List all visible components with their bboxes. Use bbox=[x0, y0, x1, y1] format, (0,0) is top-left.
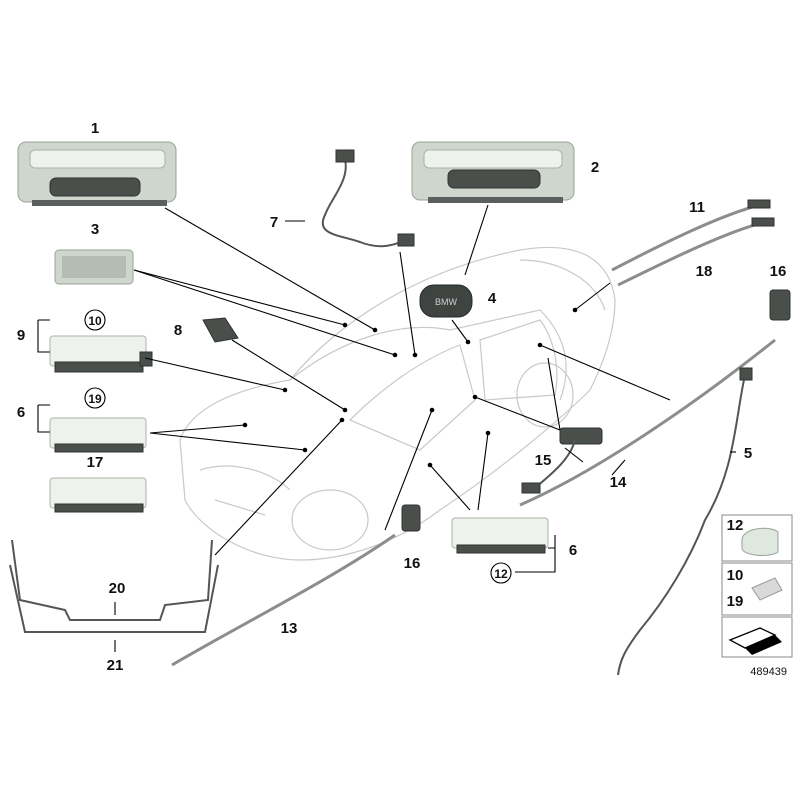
callout-2: 2 bbox=[591, 159, 599, 176]
callout-20: 20 bbox=[109, 580, 126, 597]
callout-8: 8 bbox=[174, 322, 182, 339]
leader-lines bbox=[37, 204, 736, 652]
emblem-text: BMW bbox=[435, 297, 458, 307]
legend-12-label: 12 bbox=[727, 517, 744, 534]
callout-6-left: 6 bbox=[17, 404, 25, 421]
callout-15: 15 bbox=[535, 452, 552, 469]
callout-1: 1 bbox=[91, 120, 99, 137]
callout-19: 19 bbox=[88, 392, 102, 406]
callout-13: 13 bbox=[281, 620, 298, 637]
part-15-switch bbox=[521, 427, 603, 494]
callout-4: 4 bbox=[488, 290, 497, 307]
callout-12: 12 bbox=[494, 567, 508, 581]
callout-16-right: 16 bbox=[770, 263, 787, 280]
callout-10: 10 bbox=[88, 314, 102, 328]
part-6-light-right bbox=[451, 517, 549, 554]
callout-21: 21 bbox=[107, 657, 124, 674]
legend-10-label: 10 bbox=[727, 567, 744, 584]
part-5-harness bbox=[617, 367, 753, 676]
callout-11: 11 bbox=[689, 199, 705, 216]
part-4-emblem: BMW bbox=[419, 284, 473, 318]
car-outline bbox=[179, 246, 616, 561]
part-11-18-strips bbox=[611, 199, 775, 287]
callout-3: 3 bbox=[91, 221, 99, 238]
legend-19-label: 19 bbox=[727, 593, 744, 610]
callout-17: 17 bbox=[87, 454, 104, 471]
part-9-light bbox=[49, 335, 153, 373]
part-14-strip bbox=[519, 338, 776, 507]
legend-bulb-10-19: 10 19 bbox=[721, 562, 793, 616]
part-20-21-frame bbox=[9, 539, 219, 633]
callout-7: 7 bbox=[270, 214, 278, 231]
part-6-light-left bbox=[49, 417, 147, 453]
callout-labels: 1 2 3 4 5 6 6 7 8 9 10 11 12 13 14 15 16… bbox=[17, 120, 787, 674]
part-2-roof-console bbox=[411, 141, 575, 203]
legend-symbol bbox=[721, 616, 793, 658]
callout-9: 9 bbox=[17, 327, 25, 344]
part-16-sensor-right bbox=[769, 289, 791, 321]
callout-18: 18 bbox=[696, 263, 713, 280]
leader-dots bbox=[242, 307, 578, 468]
callout-5: 5 bbox=[744, 445, 752, 462]
part-8-sensor bbox=[202, 317, 239, 343]
part-1-roof-console bbox=[17, 141, 177, 206]
callout-16-bottom: 16 bbox=[404, 555, 421, 572]
part-7-wire bbox=[321, 149, 415, 248]
part-17-light bbox=[49, 477, 147, 513]
part-13-strip bbox=[171, 533, 396, 667]
part-16-sensor-bottom bbox=[401, 504, 421, 532]
diagram-number: 489439 bbox=[750, 666, 787, 678]
callout-6-right: 6 bbox=[569, 542, 577, 559]
part-3-light bbox=[54, 249, 134, 285]
callout-14: 14 bbox=[610, 474, 627, 491]
legend-bulb-12: 12 bbox=[721, 514, 793, 562]
